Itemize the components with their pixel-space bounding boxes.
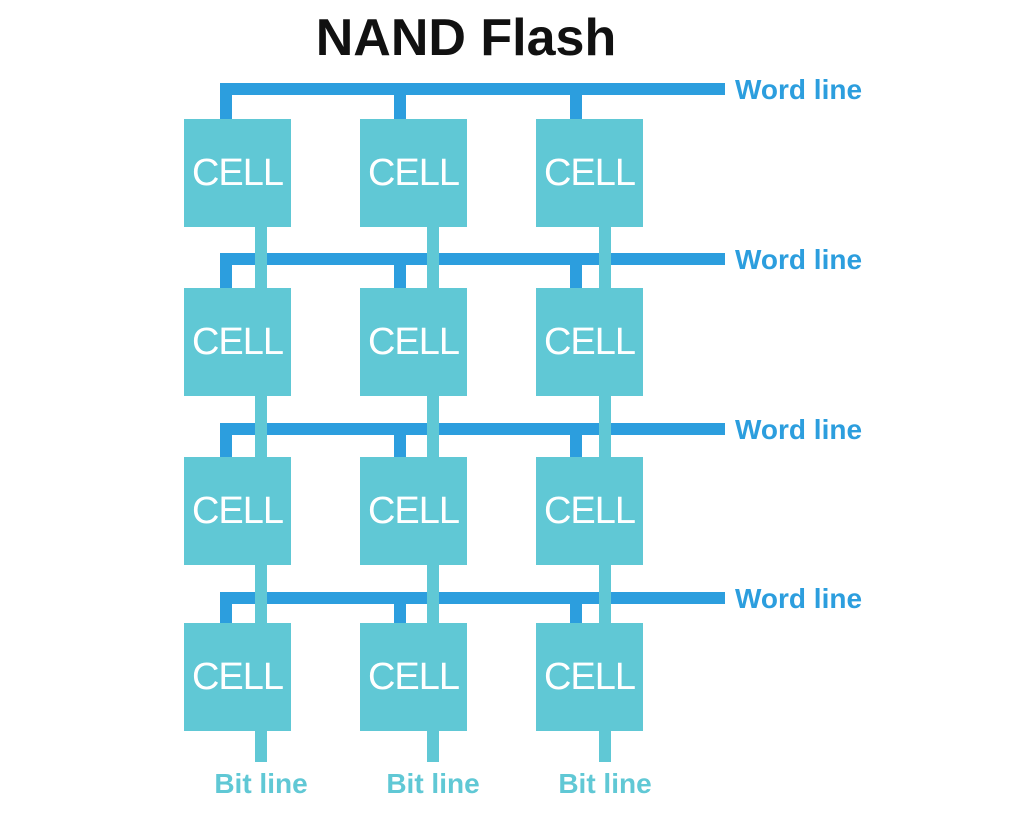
memory-cell: CELL [536,119,643,227]
word-line-stub [570,83,582,119]
word-line-3 [220,423,725,435]
cell-label: CELL [191,151,284,194]
word-line-label-3: Word line [735,414,863,445]
cell-label: CELL [367,655,460,698]
memory-cell: CELL [184,457,291,565]
memory-cell: CELL [184,288,291,396]
cell-label: CELL [543,151,636,194]
word-line-1 [220,83,725,95]
cell-label: CELL [543,655,636,698]
cell-label: CELL [367,489,460,532]
memory-cell: CELL [536,623,643,731]
bit-line-segment [255,227,267,288]
page-title: NAND Flash [315,9,617,67]
bit-line-segment [599,565,611,623]
word-line-stub [570,253,582,288]
memory-cell: CELL [360,288,467,396]
bit-line-label-1: Bit line [214,768,308,799]
memory-cell: CELL [184,623,291,731]
bit-line-segment [599,227,611,288]
word-line-stub [394,423,406,457]
bit-line-segment [255,731,267,762]
bit-line-segment [599,731,611,762]
memory-cell: CELL [536,457,643,565]
bit-line-segment [427,565,439,623]
word-line-label-2: Word line [735,244,863,275]
cell-label: CELL [543,320,636,363]
bit-line-label-2: Bit line [386,768,480,799]
cell-label: CELL [543,489,636,532]
word-line-stub [220,253,232,288]
bit-line-segment [427,396,439,457]
bit-line-segment [599,396,611,457]
bit-line-segment [255,396,267,457]
cell-label: CELL [191,320,284,363]
bit-line-segment [427,227,439,288]
word-line-stub [394,592,406,623]
word-line-stub [394,83,406,119]
cell-label: CELL [367,320,460,363]
word-line-2 [220,253,725,265]
word-line-stub [220,423,232,457]
word-line-stub [570,592,582,623]
word-line-stub [220,83,232,119]
bit-line-segment [427,731,439,762]
memory-cell: CELL [360,119,467,227]
memory-cell: CELL [360,457,467,565]
cell-label: CELL [367,151,460,194]
memory-cell: CELL [536,288,643,396]
memory-cell: CELL [184,119,291,227]
word-line-4 [220,592,725,604]
word-line-label-1: Word line [735,74,863,105]
word-line-stub [220,592,232,623]
word-line-stub [394,253,406,288]
cell-label: CELL [191,489,284,532]
bit-line-label-3: Bit line [558,768,652,799]
memory-cell: CELL [360,623,467,731]
cell-label: CELL [191,655,284,698]
word-line-label-4: Word line [735,583,863,614]
bit-line-segment [255,565,267,623]
word-line-stub [570,423,582,457]
